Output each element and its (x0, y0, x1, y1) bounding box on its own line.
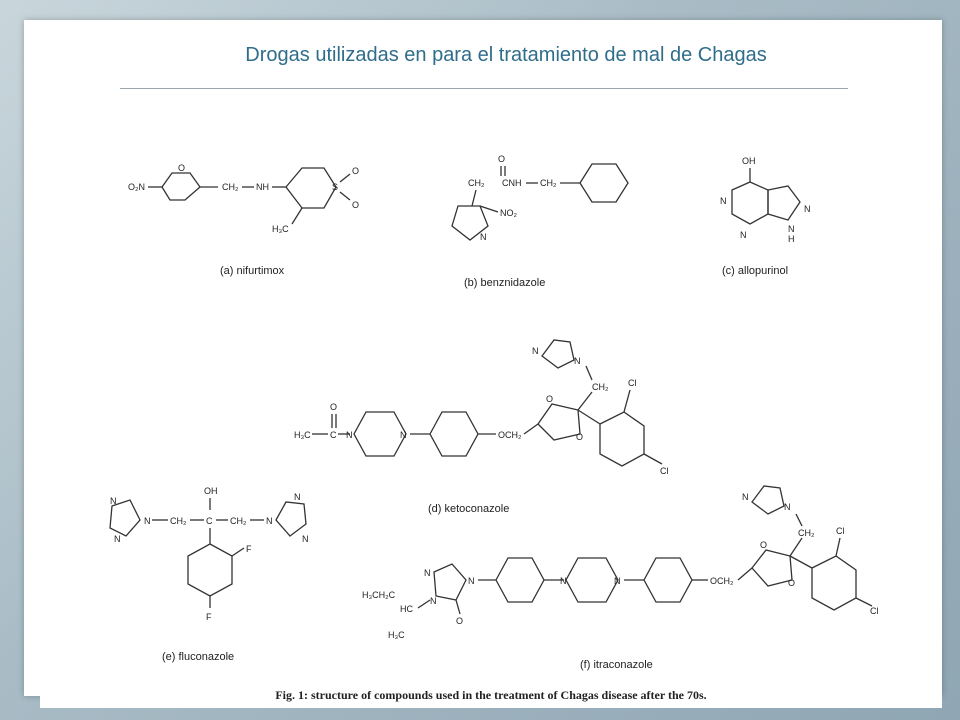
svg-text:O: O (546, 394, 553, 404)
svg-text:N: N (614, 576, 621, 586)
svg-text:C: C (330, 430, 337, 440)
svg-text:OH: OH (742, 156, 756, 166)
svg-text:N: N (742, 492, 749, 502)
svg-text:N: N (400, 430, 407, 440)
label-ketoconazole: (d) ketoconazole (428, 503, 509, 515)
svg-text:F: F (206, 612, 212, 622)
structure-fluconazole: N N N CH₂ C OH CH₂ N N N F (109, 486, 309, 663)
structure-ketoconazole: O H₃C C N N OCH₂ O O CH₂ (294, 339, 669, 515)
svg-text:N: N (560, 576, 567, 586)
structure-benznidazole: O CH₂ CNH CH₂ NO₂ N (b) benznidazole (451, 154, 629, 289)
svg-text:OCH₂: OCH₂ (710, 576, 734, 586)
svg-text:N: N (294, 492, 301, 502)
svg-text:O: O (576, 432, 583, 442)
svg-text:N: N (784, 502, 791, 512)
label-allopurinol: (c) allopurinol (722, 265, 788, 277)
svg-text:O: O (352, 166, 359, 176)
structure-itraconazole: N N N O HC H₃CH₂C H₃C N N OCH₂ (362, 485, 879, 671)
svg-text:S: S (332, 182, 338, 192)
svg-text:CH₂: CH₂ (592, 382, 609, 392)
svg-text:N: N (430, 596, 437, 606)
svg-text:CH₂: CH₂ (222, 182, 239, 192)
svg-text:C: C (206, 516, 213, 526)
svg-text:Cl: Cl (870, 606, 879, 616)
svg-text:N: N (110, 496, 117, 506)
slide-title: Drogas utilizadas en para el tratamiento… (245, 44, 767, 66)
title-divider (120, 88, 848, 89)
svg-text:N: N (346, 430, 353, 440)
svg-text:N: N (740, 230, 747, 240)
slide: Drogas utilizadas en para el tratamiento… (24, 20, 942, 708)
svg-text:CNH: CNH (502, 178, 522, 188)
svg-text:NH: NH (256, 182, 269, 192)
svg-text:CH₂: CH₂ (798, 528, 815, 538)
svg-text:H₃C: H₃C (388, 630, 405, 640)
svg-text:N: N (788, 224, 795, 234)
svg-text:O: O (330, 402, 337, 412)
svg-text:N: N (144, 516, 151, 526)
label-itraconazole: (f) itraconazole (580, 659, 653, 671)
svg-text:H₃C: H₃C (294, 430, 311, 440)
svg-text:N: N (804, 204, 811, 214)
svg-text:CH₂: CH₂ (230, 516, 247, 526)
svg-text:CH₂: CH₂ (540, 178, 557, 188)
svg-text:CH₂: CH₂ (468, 178, 485, 188)
svg-text:N: N (720, 196, 727, 206)
svg-text:Cl: Cl (628, 378, 637, 388)
svg-text:N: N (468, 576, 475, 586)
svg-text:H₃CH₂C: H₃CH₂C (362, 590, 396, 600)
svg-text:H: H (788, 234, 795, 244)
label-nifurtimox: (a) nifurtimox (220, 265, 285, 277)
svg-text:H₃C: H₃C (272, 224, 289, 234)
svg-text:CH₂: CH₂ (170, 516, 187, 526)
svg-text:N: N (424, 568, 431, 578)
svg-text:O: O (456, 616, 463, 626)
label-fluconazole: (e) fluconazole (162, 651, 234, 663)
chemical-structures-figure: O₂N O CH₂ NH S O O H₃C (a) nifurtimox (40, 128, 942, 708)
label-benznidazole: (b) benznidazole (464, 277, 545, 289)
svg-text:NO₂: NO₂ (500, 208, 518, 218)
svg-text:N: N (480, 232, 487, 242)
structures-drawing: O₂N O CH₂ NH S O O H₃C (a) nifurtimox (109, 154, 879, 671)
structure-allopurinol: OH N N N N H (c) allopurinol (720, 156, 811, 277)
svg-text:N: N (574, 356, 581, 366)
svg-text:O: O (352, 200, 359, 210)
svg-text:N: N (532, 346, 539, 356)
svg-text:OH: OH (204, 486, 218, 496)
svg-text:O: O (178, 163, 185, 173)
svg-text:Cl: Cl (836, 526, 845, 536)
svg-text:N: N (266, 516, 273, 526)
svg-text:OCH₂: OCH₂ (498, 430, 522, 440)
svg-text:F: F (246, 544, 252, 554)
svg-text:Cl: Cl (660, 466, 669, 476)
svg-text:O: O (760, 540, 767, 550)
structure-nifurtimox: O₂N O CH₂ NH S O O H₃C (a) nifurtimox (128, 163, 359, 277)
svg-text:O: O (498, 154, 505, 164)
figure-caption: Fig. 1: structure of compounds used in t… (275, 688, 707, 702)
svg-text:O: O (788, 578, 795, 588)
svg-text:HC: HC (400, 604, 413, 614)
svg-text:N: N (302, 534, 309, 544)
svg-text:N: N (114, 534, 121, 544)
svg-text:O₂N: O₂N (128, 182, 145, 192)
